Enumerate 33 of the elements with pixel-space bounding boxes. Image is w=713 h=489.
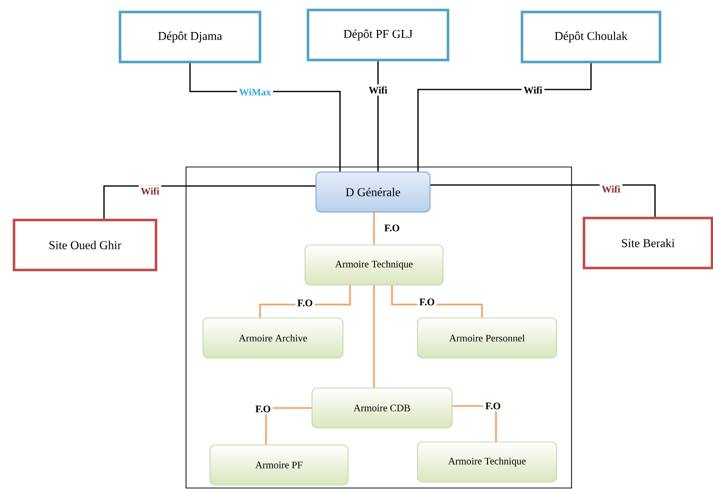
hub-box: D Générale [316, 172, 430, 212]
connector [452, 405, 497, 442]
connector [373, 285, 375, 388]
site-box: Site Oued Ghir [12, 218, 158, 272]
depot-box: Dépôt Choulak [520, 10, 662, 64]
connector [377, 61, 379, 172]
edge-label: Wifi [138, 185, 162, 197]
connector [417, 63, 592, 172]
edge-label: Wifi [366, 84, 390, 96]
connector [391, 285, 483, 318]
edge-label: Wifi [522, 84, 544, 96]
depot-box: Dépôt PF GLJ [306, 8, 450, 62]
connector [373, 212, 375, 245]
cabinet-box: Armoire PF [210, 444, 348, 486]
cabinet-box: Armoire Technique [417, 442, 557, 482]
connector [430, 184, 656, 217]
connector [103, 185, 316, 219]
cabinet-box: Armoire Personnel [417, 318, 557, 358]
cabinet-box: Armoire Archive [202, 318, 344, 358]
edge-label: F.O [382, 222, 402, 234]
edge-label: F.O [483, 400, 503, 412]
edge-label: Wifi [600, 183, 622, 195]
connector [265, 407, 312, 445]
edge-label: F.O [253, 404, 273, 414]
connector [259, 285, 351, 318]
edge-label: WiMax [237, 86, 274, 98]
site-box: Site Beraki [582, 216, 713, 270]
edge-label: F.O [417, 296, 437, 308]
edge-label: F.O [295, 298, 315, 308]
frame-box [186, 166, 572, 488]
cabinet-box: Armoire Technique [304, 244, 444, 286]
depot-box: Dépôt Djama [118, 10, 262, 64]
cabinet-box: Armoire CDB [312, 388, 452, 428]
